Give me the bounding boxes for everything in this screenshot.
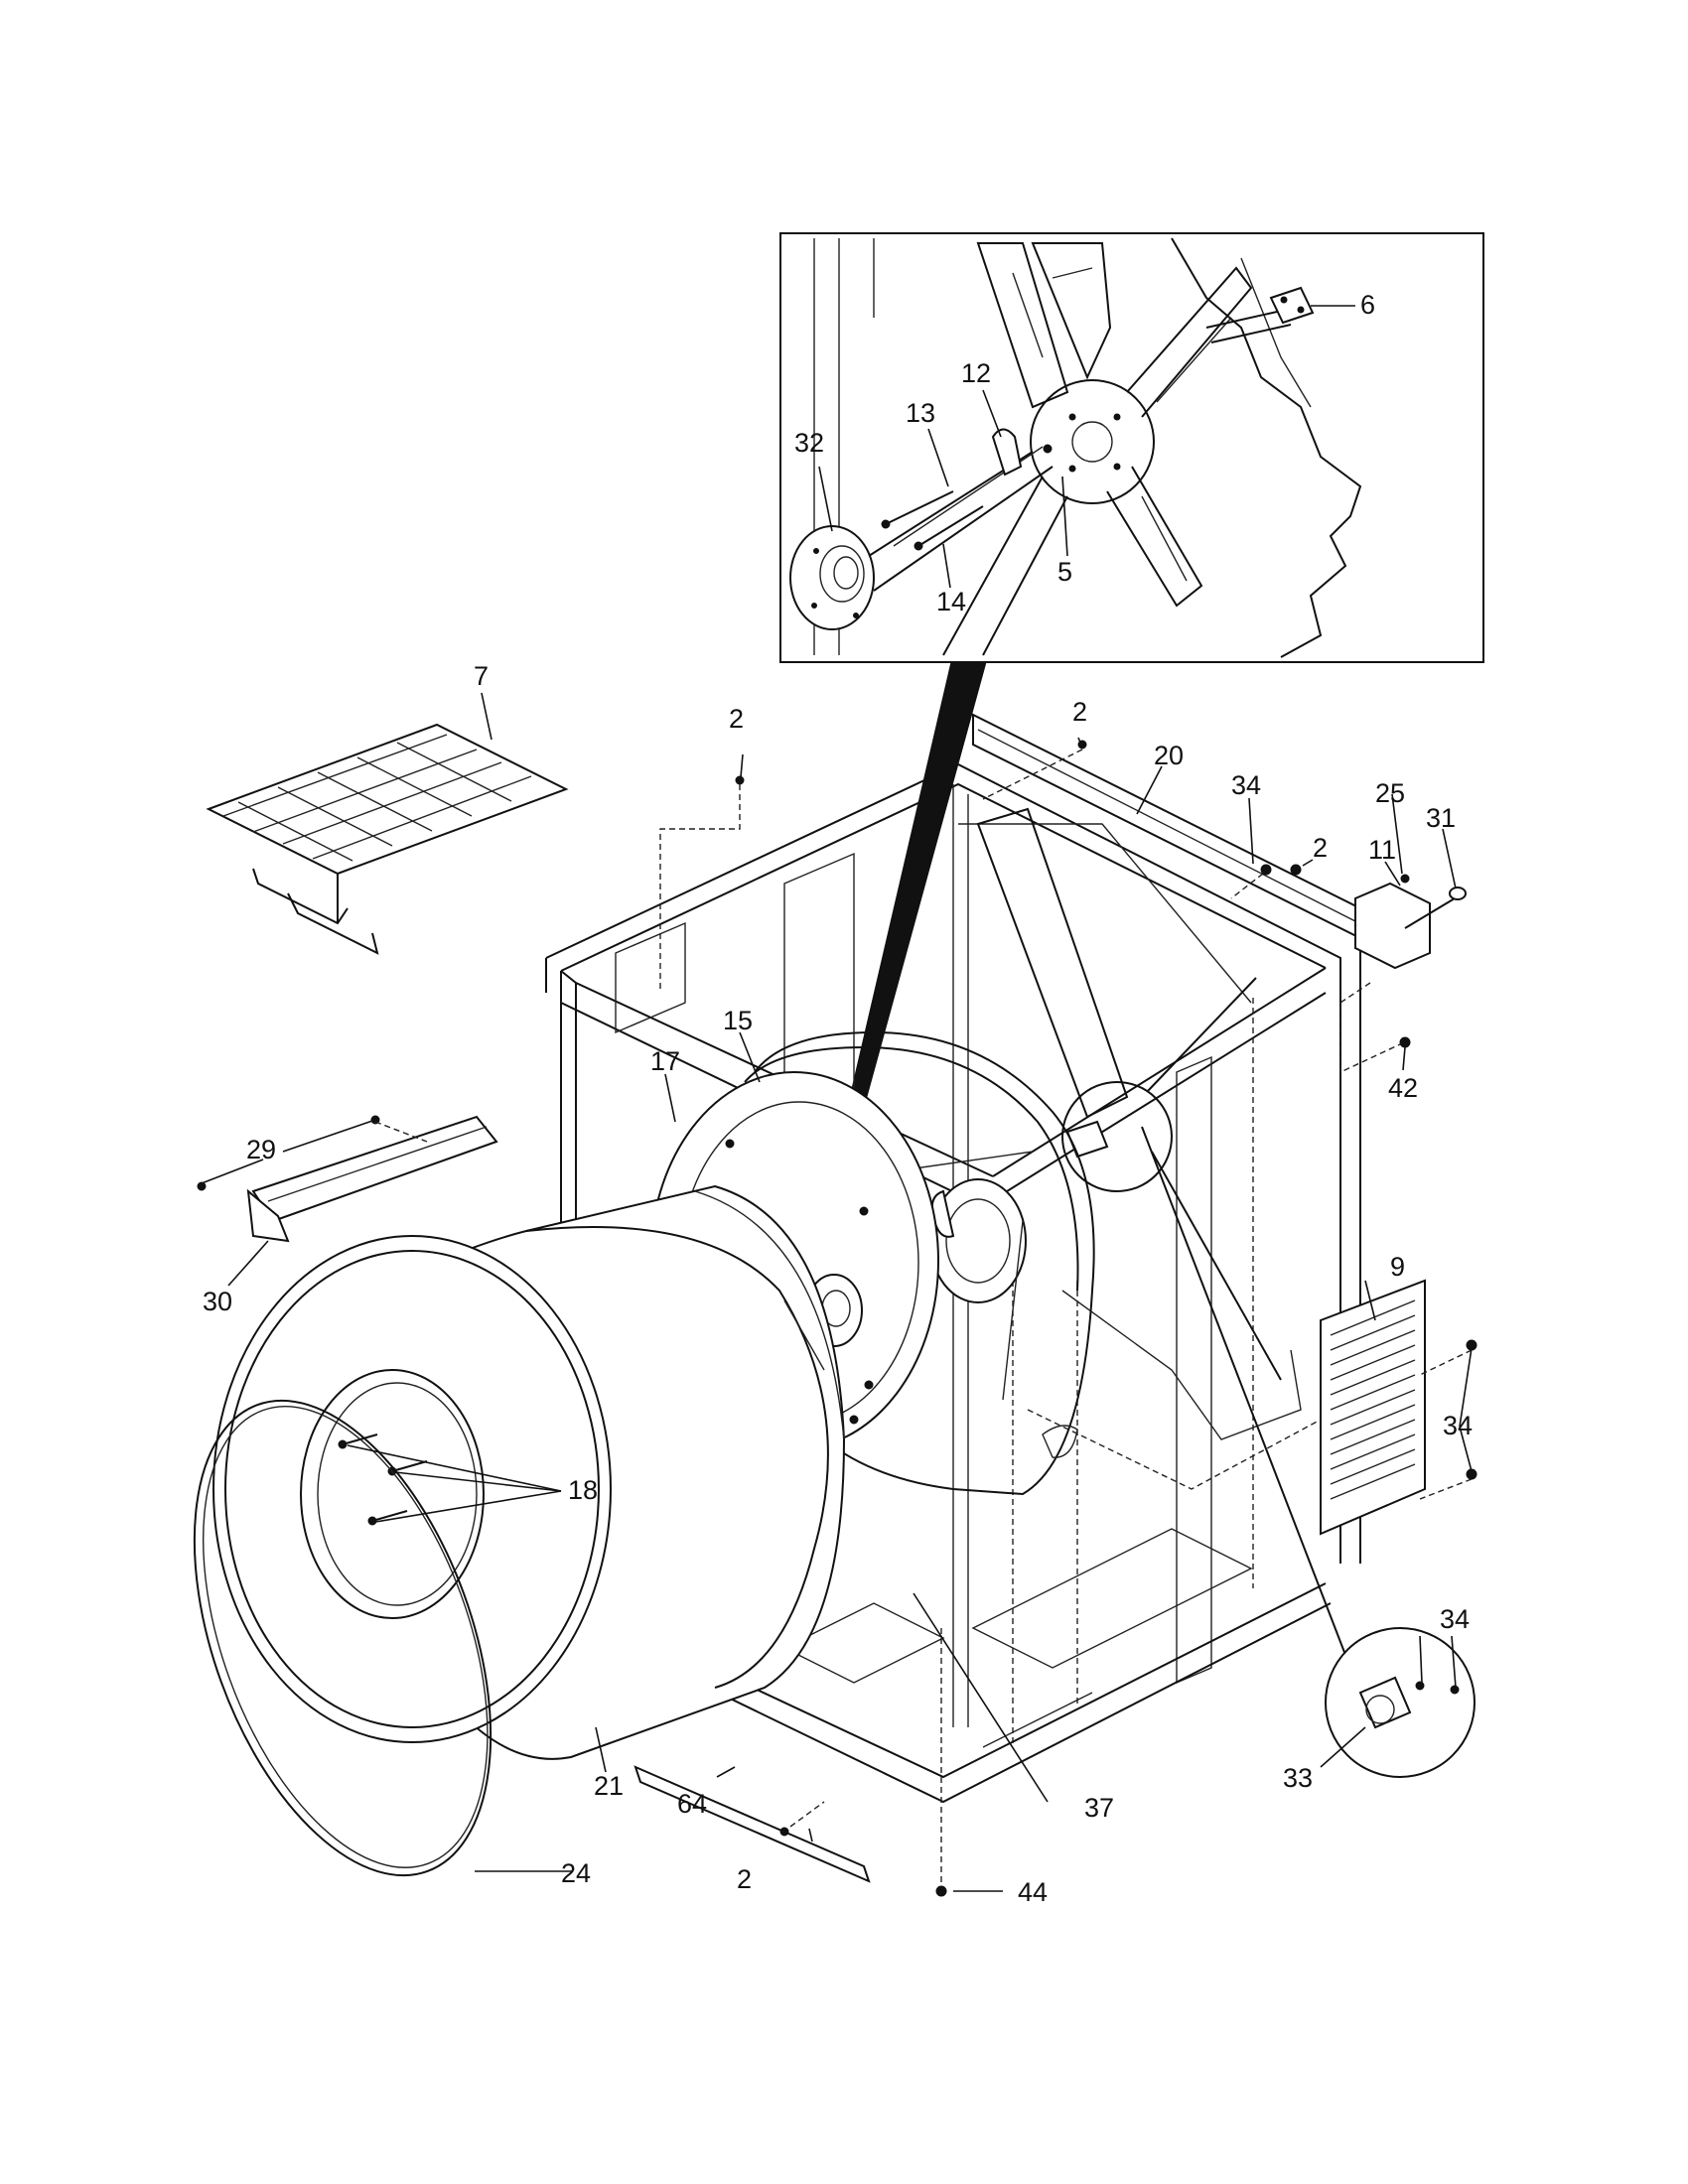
callout-32: 32	[794, 428, 824, 458]
screw-14	[917, 505, 984, 547]
callout-6: 6	[1360, 290, 1375, 320]
callout-34-top: 34	[1231, 770, 1261, 800]
callout-14: 14	[936, 587, 966, 616]
callout-29: 29	[246, 1135, 276, 1164]
assembly-lines	[374, 749, 1473, 1886]
clip-12	[991, 428, 1023, 477]
callout-12: 12	[961, 358, 991, 388]
bearing-housing-32	[789, 446, 1054, 630]
bracket-6	[1269, 286, 1315, 325]
callout-2-top-left: 2	[729, 704, 744, 734]
callout-5: 5	[1057, 557, 1072, 587]
pin-31	[1404, 887, 1467, 929]
callout-42: 42	[1388, 1073, 1418, 1103]
leader-lines	[201, 692, 1473, 1892]
callout-44: 44	[1018, 1877, 1048, 1907]
callout-25: 25	[1375, 778, 1405, 808]
callout-2-top-right: 2	[1072, 697, 1087, 727]
callout-11: 11	[1368, 835, 1396, 865]
seal-24	[193, 1399, 492, 1877]
callout-18: 18	[568, 1475, 598, 1505]
callout-2-right: 2	[1313, 833, 1328, 863]
callout-13: 13	[906, 398, 935, 428]
callout-24: 24	[561, 1858, 591, 1888]
rear-spider	[976, 807, 1282, 1381]
inset-detail-view	[779, 232, 1484, 663]
front-support-64	[633, 1765, 871, 1883]
callout-64: 64	[677, 1789, 707, 1819]
callout-20: 20	[1154, 741, 1184, 770]
drying-rack-7	[206, 723, 569, 955]
callout-34-bottom: 34	[1440, 1604, 1470, 1634]
callout-34-right: 34	[1443, 1411, 1473, 1440]
callout-7: 7	[474, 661, 489, 691]
callout-2-bottom: 2	[737, 1864, 752, 1894]
blower-housing-15	[744, 1030, 1095, 1496]
drum-front-ring	[212, 1235, 612, 1743]
callout-labels: 6 12 13 32 14 5 7 2 2 20 34 25 31 2 11 4…	[203, 290, 1473, 1907]
callout-9: 9	[1390, 1252, 1405, 1282]
rear-bulkhead-spider	[942, 237, 1362, 658]
fasteners	[197, 740, 1477, 1897]
detail-circle-33	[1141, 1126, 1476, 1778]
callout-17: 17	[650, 1046, 680, 1076]
callout-31: 31	[1426, 803, 1456, 833]
callout-30: 30	[203, 1287, 232, 1316]
screw-13	[885, 490, 954, 525]
callout-21: 21	[594, 1771, 624, 1801]
plate-11	[1354, 882, 1431, 970]
callout-15: 15	[723, 1006, 753, 1035]
grille-panel-9	[1320, 1279, 1426, 1536]
callout-37: 37	[1084, 1793, 1114, 1823]
callout-33: 33	[1283, 1763, 1313, 1793]
vent-duct-30	[246, 1115, 498, 1243]
inset-frame	[779, 232, 1484, 663]
